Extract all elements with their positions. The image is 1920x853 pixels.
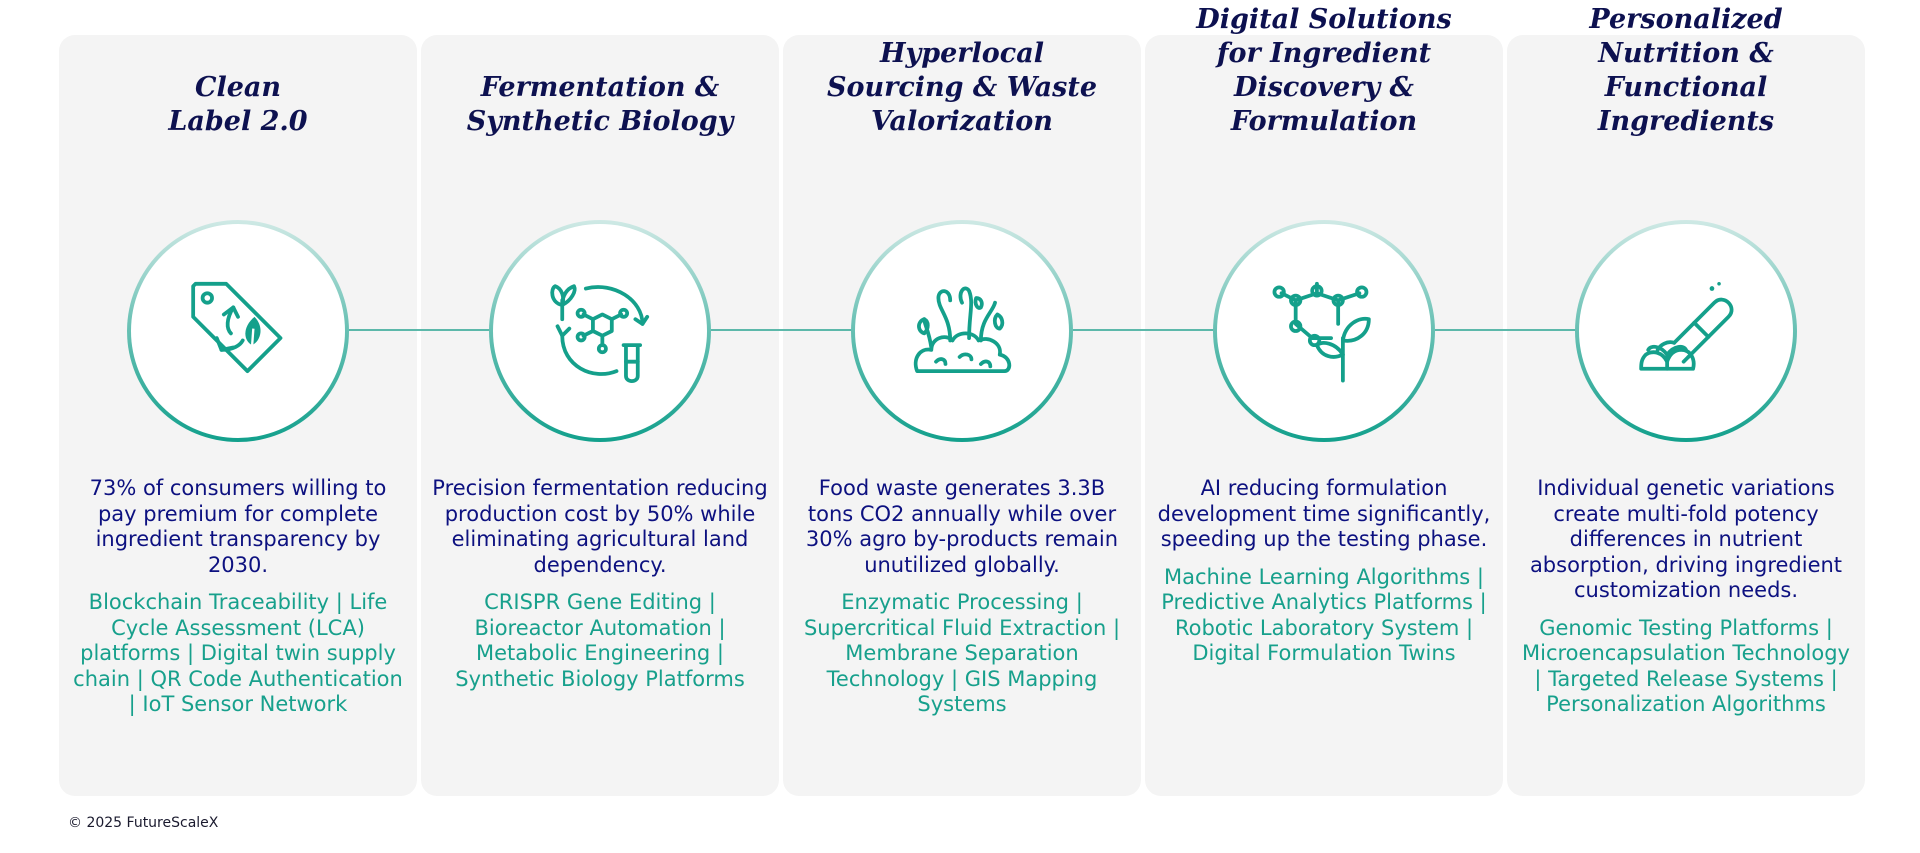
card-title: Hyperlocal Sourcing & Waste Valorization xyxy=(826,38,1098,137)
card-description: 73% of consumers willing to pay premium … xyxy=(70,476,406,718)
technology-list: CRISPR Gene Editing | Bioreactor Automat… xyxy=(455,590,745,691)
copyright-notice: © 2025 FutureScaleX xyxy=(68,815,219,831)
soil-plants-icon xyxy=(913,286,1012,374)
connector-line xyxy=(711,329,855,331)
molecule-plant-icon xyxy=(1272,281,1371,383)
key-statement: Precision fermentation reducing producti… xyxy=(432,476,768,577)
connector-line xyxy=(349,329,493,331)
technology-list: Machine Learning Algorithms | Predictive… xyxy=(1161,564,1487,666)
card-description: AI reducing formulation development time… xyxy=(1156,476,1492,667)
recycle-leaf-tag-icon xyxy=(191,281,283,374)
card-description: Individual genetic variations create mul… xyxy=(1518,476,1854,718)
icon-circle xyxy=(489,220,711,442)
icon-circle xyxy=(851,220,1073,442)
card-title: Personalized Nutrition & Functional Ingr… xyxy=(1589,4,1783,137)
key-statement: Food waste generates 3.3B tons CO2 annua… xyxy=(805,476,1119,577)
card-title: Clean Label 2.0 xyxy=(168,72,308,137)
card-title: Digital Solutions for Ingredient Discove… xyxy=(1196,4,1452,137)
key-statement: 73% of consumers willing to pay premium … xyxy=(89,476,387,577)
card-title: Fermentation & Synthetic Biology xyxy=(466,72,734,137)
technology-list: Blockchain Traceability | Life Cycle Ass… xyxy=(73,590,403,716)
key-statement: Individual genetic variations create mul… xyxy=(1529,476,1843,602)
capsule-leaf-icon xyxy=(1639,282,1734,371)
connector-line xyxy=(1073,329,1217,331)
key-statement: AI reducing formulation development time… xyxy=(1157,476,1491,551)
technology-list: Enzymatic Processing | Supercritical Flu… xyxy=(803,590,1121,716)
icon-circle xyxy=(1213,220,1435,442)
card-personalized-nutrition: Personalized Nutrition & Functional Ingr… xyxy=(1507,4,1865,796)
icon-circle xyxy=(127,220,349,442)
technology-list: Genomic Testing Platforms | Microencapsu… xyxy=(1522,615,1850,717)
card-description: Food waste generates 3.3B tons CO2 annua… xyxy=(794,476,1130,718)
card-description: Precision fermentation reducing producti… xyxy=(432,476,768,692)
connector-line xyxy=(1435,329,1579,331)
icon-circle xyxy=(1575,220,1797,442)
molecule-cycle-test-tube-icon xyxy=(550,284,650,384)
